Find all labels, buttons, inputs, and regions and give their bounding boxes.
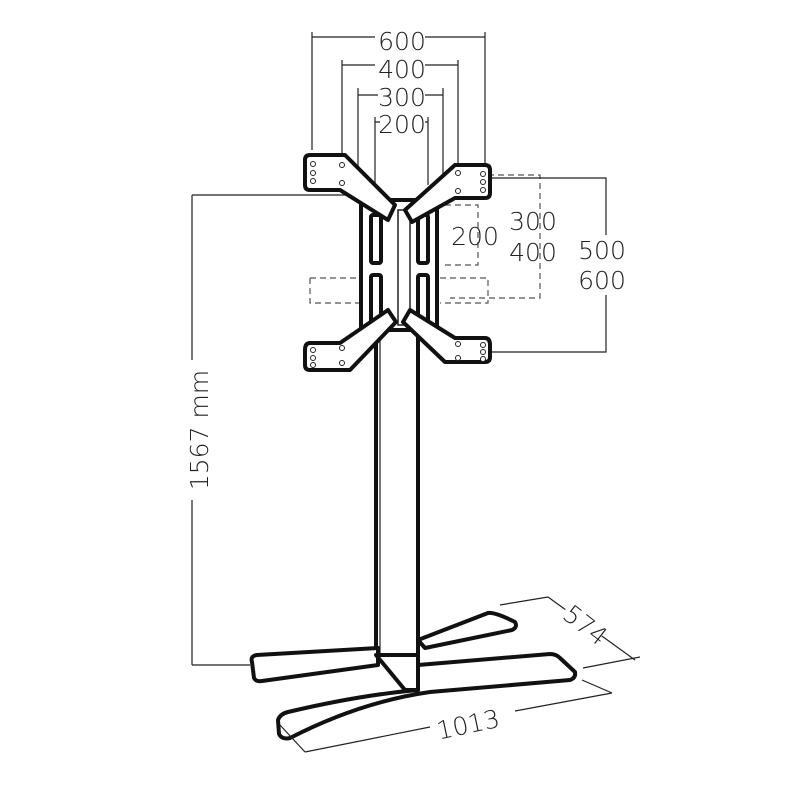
- dim-300-label: 300: [378, 83, 426, 112]
- dim-600-label: 600: [378, 27, 426, 56]
- base-feet: [249, 610, 578, 741]
- total-height-line: [191, 194, 345, 666]
- dim-600-height-label: 600: [578, 266, 626, 295]
- dim-400-height-label: 400: [509, 238, 557, 267]
- dim-400-label: 400: [378, 55, 426, 84]
- dim-300-height-label: 300: [509, 207, 557, 236]
- dim-500-height-label: 500: [578, 236, 626, 265]
- vesa-bracket: [303, 153, 492, 372]
- total-height-label: 1567 mm: [185, 370, 214, 490]
- width-dimension-line: [279, 679, 613, 753]
- pole: [374, 325, 420, 692]
- height-dimension-lines: [309, 174, 607, 353]
- dim-200-label: 200: [378, 110, 426, 139]
- width-dimension-lines: [311, 32, 486, 185]
- base-depth-label: 574: [558, 599, 613, 651]
- base-width-label: 1013: [434, 704, 502, 746]
- dim-inner-200-label: 200: [451, 222, 499, 251]
